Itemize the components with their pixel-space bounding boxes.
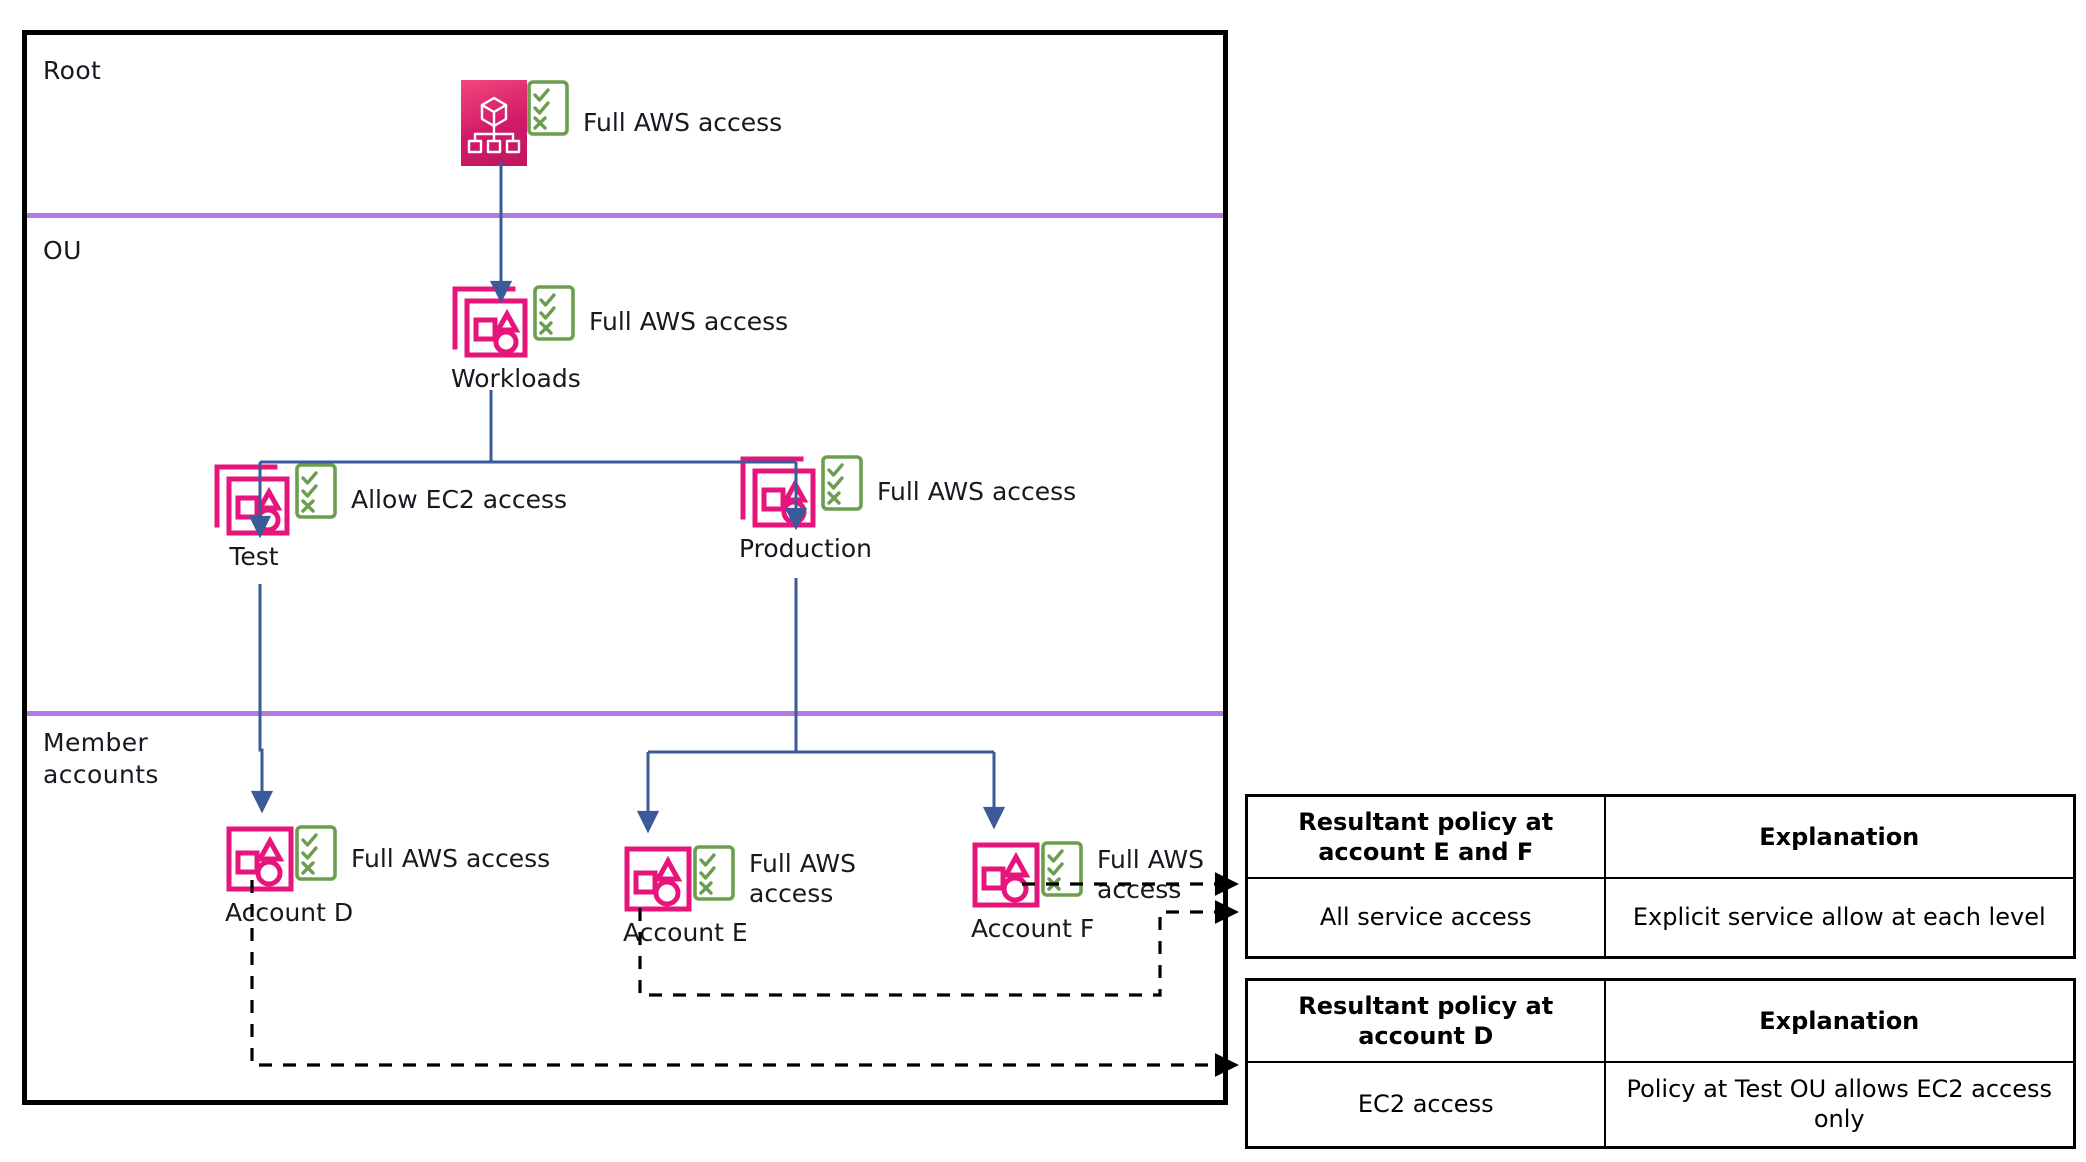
node-caption-workloads: Workloads [451,364,581,393]
table-cell-resultant-policy-ef: All service access [1245,876,1606,959]
node-production-ou[interactable]: Full AWS access Production [739,455,1077,563]
policy-checklist-icon [821,455,863,511]
table-row: EC2 access Policy at Test OU allows EC2 … [1245,1060,2076,1149]
policy-checklist-icon [533,285,575,341]
resultant-policy-table-d: Resultant policy at account D Explanatio… [1245,978,2076,1149]
policy-label-account-e: Full AWS access [749,848,857,909]
policy-label-workloads-ou: Full AWS access [589,306,789,336]
table-header-resultant-policy-d: Resultant policy at account D [1245,978,1606,1063]
policy-checklist-icon [295,825,337,881]
organizational-unit-icon [739,455,821,529]
node-caption-production: Production [739,534,873,563]
policy-checklist-icon [295,463,337,519]
policy-checklist-icon [693,845,735,901]
aws-organizations-root-icon [461,80,527,166]
table-row: Resultant policy at account D Explanatio… [1245,978,2076,1063]
node-account-f[interactable]: Full AWS access Account F [971,841,1205,943]
tier-divider-ou-member [27,711,1223,716]
table-header-explanation-ef: Explanation [1603,794,2076,879]
node-caption-account-d: Account D [225,898,354,927]
policy-label-account-d: Full AWS access [351,843,551,873]
aws-account-icon [623,845,693,913]
table-cell-explanation-d: Policy at Test OU allows EC2 access only [1603,1060,2076,1149]
node-root[interactable]: Full AWS access [461,80,782,166]
node-caption-account-e: Account E [623,918,748,947]
policy-label-root: Full AWS access [583,107,783,137]
table-header-explanation-d: Explanation [1603,978,2076,1063]
policy-label-test-ou: Allow EC2 access [351,484,568,514]
tier-divider-root-ou [27,213,1223,218]
table-row: All service access Explicit service allo… [1245,876,2076,959]
node-account-e[interactable]: Full AWS access Account E [623,845,857,947]
aws-account-icon [225,825,295,893]
policy-checklist-icon [527,80,569,136]
tier-label-member-accounts: Member accounts [43,728,159,789]
node-account-d[interactable]: Full AWS access Account D [225,825,551,927]
node-workloads-ou[interactable]: Full AWS access Workloads [451,285,789,393]
table-cell-resultant-policy-d: EC2 access [1245,1060,1606,1149]
aws-account-icon [971,841,1041,909]
table-cell-explanation-ef: Explicit service allow at each level [1603,876,2076,959]
policy-label-production-ou: Full AWS access [877,476,1077,506]
resultant-policy-table-ef: Resultant policy at account E and F Expl… [1245,794,2076,959]
node-test-ou[interactable]: Allow EC2 access Test [213,463,568,571]
organizational-unit-icon [213,463,295,537]
tier-label-ou: OU [43,236,82,265]
node-caption-account-f: Account F [971,914,1095,943]
tier-label-root: Root [43,56,102,85]
node-caption-test: Test [229,542,279,571]
policy-label-account-f: Full AWS access [1097,844,1205,905]
organization-boundary: Root OU Member accounts [22,30,1228,1105]
policy-checklist-icon [1041,841,1083,897]
organizational-unit-icon [451,285,533,359]
table-row: Resultant policy at account E and F Expl… [1245,794,2076,879]
table-header-resultant-policy-ef: Resultant policy at account E and F [1245,794,1606,879]
